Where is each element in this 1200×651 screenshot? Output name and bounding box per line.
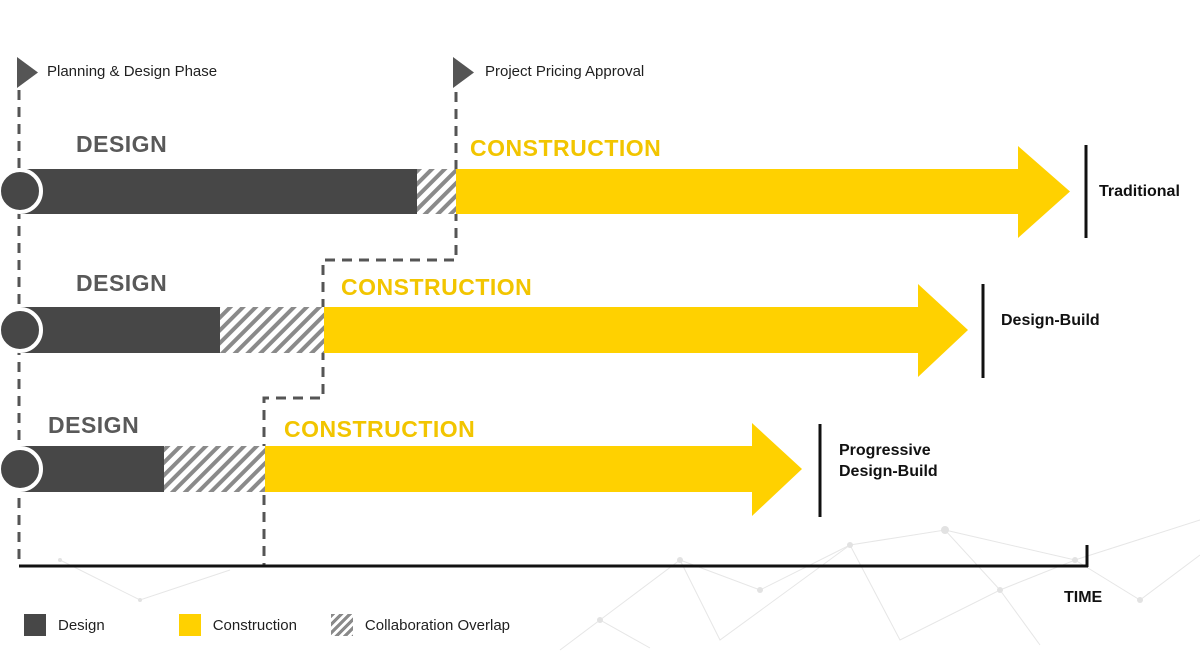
method-label-line: Design-Build [839,463,938,480]
time-axis-label: TIME [1064,589,1103,606]
overlap-bar [417,169,456,214]
legend-item-overlap: Collaboration Overlap [330,614,510,636]
design-bar [20,169,417,214]
design-swatch [24,614,46,636]
design-bar [20,307,220,353]
row-2-method-label: Design-Build [1001,310,1100,331]
planning-milestone-marker [17,57,38,88]
row-3-construction-label: CONSTRUCTION [284,416,476,442]
row-2-design-label: DESIGN [76,270,168,296]
start-dot [0,168,43,214]
construction-arrow [324,284,968,377]
row-traditional [0,145,1088,238]
legend-label-construction: Construction [212,616,297,634]
method-label-line: Traditional [1099,183,1180,200]
legend-label-design: Design [58,616,105,634]
background-network-dots [58,526,1143,623]
start-dot [0,446,43,492]
row-1-method-label: Traditional [1099,181,1180,202]
construction-arrow [456,146,1070,238]
pricing-milestone-label: Project Pricing Approval [485,63,645,80]
start-dot [0,307,43,353]
overlap-bar [220,307,324,353]
legend: Design Construction Collaboration Overla… [24,612,544,638]
legend-label-overlap: Collaboration Overlap [364,616,510,634]
construction-arrow [265,423,802,516]
row-1-design-label: DESIGN [76,131,168,157]
row-progressive-design-build [0,423,822,517]
row-2-construction-label: CONSTRUCTION [341,274,533,300]
overlap-swatch [330,614,353,636]
row-1-construction-label: CONSTRUCTION [470,135,662,161]
pricing-milestone-marker [453,57,474,88]
method-label-line: Design-Build [1001,312,1100,329]
legend-item-design: Design [24,614,105,636]
design-bar [20,446,164,492]
planning-milestone-label: Planning & Design Phase [47,63,218,80]
row-design-build [0,284,985,378]
row-3-design-label: DESIGN [48,412,140,438]
row-3-method-label: Progressive Design-Build [839,440,938,482]
construction-swatch [178,614,201,636]
legend-item-construction: Construction [178,614,297,636]
method-label-line: Progressive [839,442,931,459]
overlap-bar [164,446,265,492]
